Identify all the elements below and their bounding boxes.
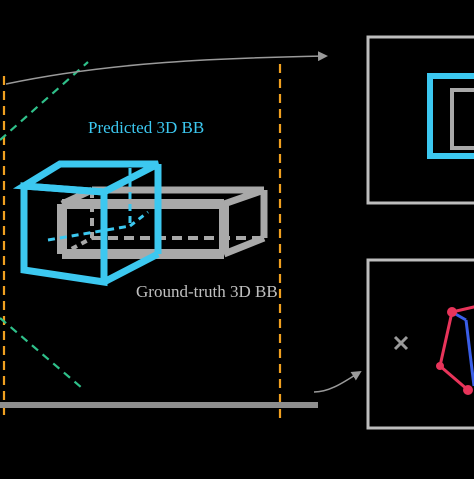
bottom-right-panel: [366, 258, 474, 430]
frustum-upper-line: [0, 61, 89, 141]
predicted-box-label: Predicted 3D BB: [88, 118, 205, 137]
top-right-panel: [366, 35, 474, 205]
top-panel-ground-truth-rect: [450, 88, 474, 150]
bottom-connector-arrow: [313, 370, 362, 393]
projected-corners-shape: [436, 305, 474, 395]
ground-bar: [0, 402, 318, 408]
x-mark-icon: [393, 335, 409, 351]
ground-truth-box: [57, 186, 268, 259]
top-panel-predicted-rect: [427, 73, 474, 159]
ground-truth-box-label: Ground-truth 3D BB: [136, 282, 278, 301]
top-connector-arrow: [5, 51, 328, 85]
predicted-box: [12, 160, 162, 287]
frustum-lower-line: [0, 317, 83, 389]
